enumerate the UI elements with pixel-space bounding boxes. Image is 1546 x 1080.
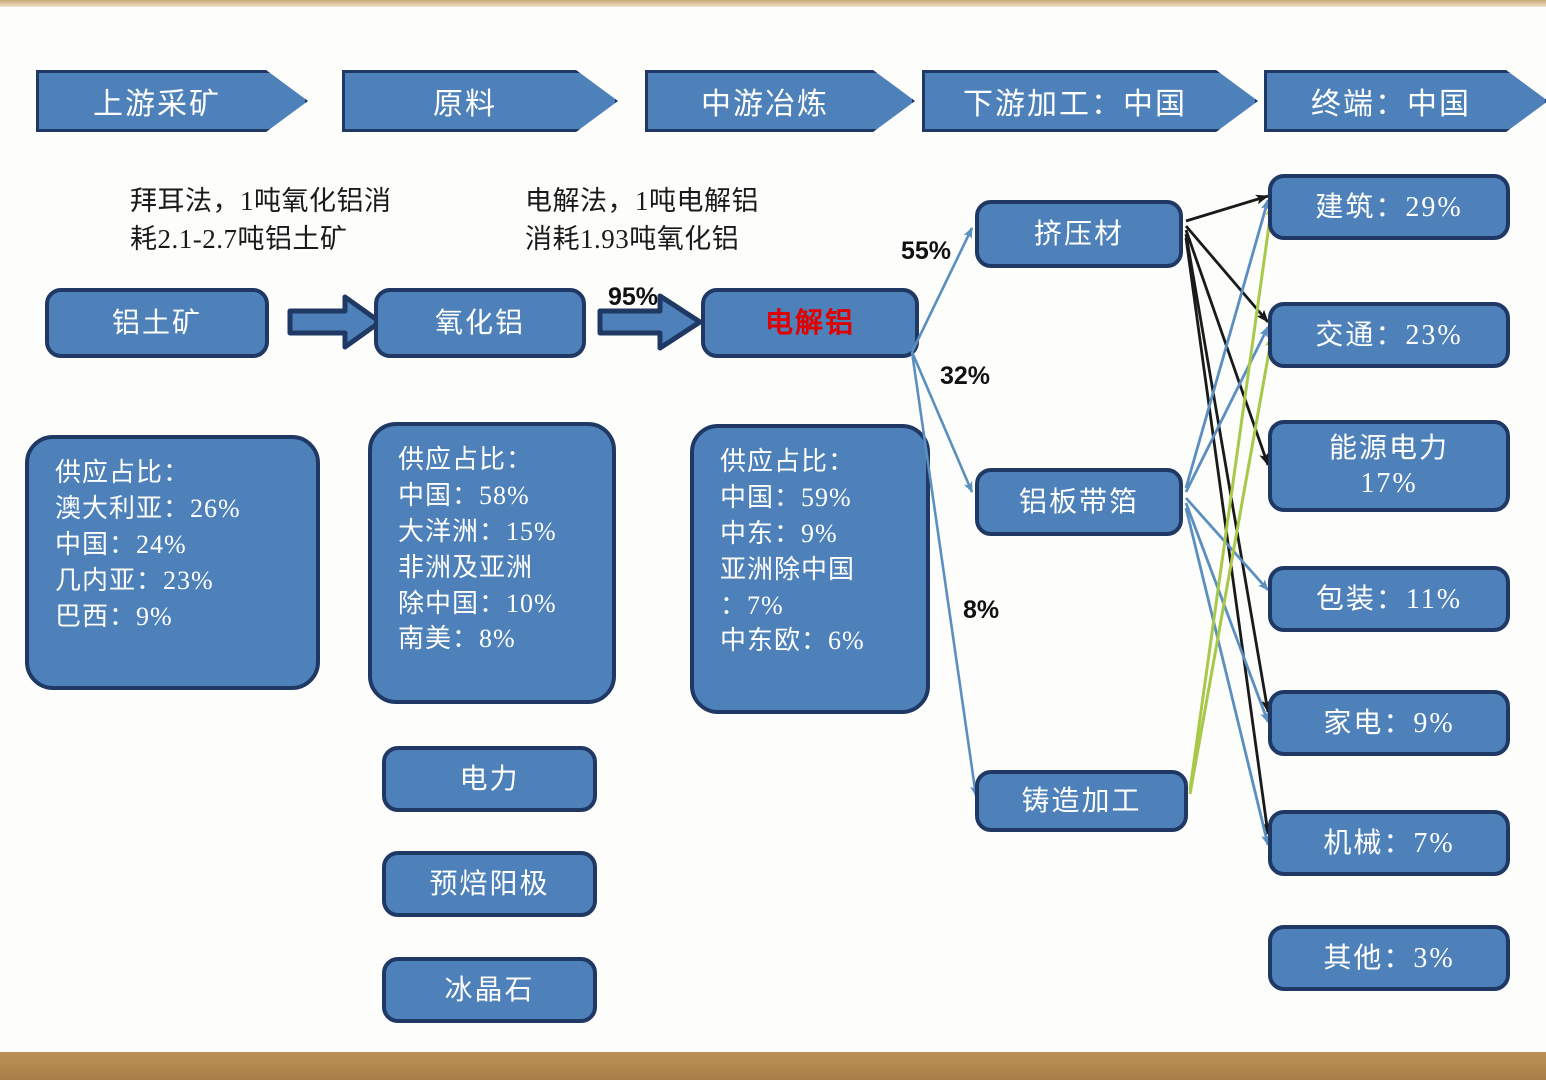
flow-sheet-to-packaging [1184,497,1270,591]
processing-node-casting[interactable]: 铸造加工 [975,770,1188,832]
stage-header-end-use: 终端：中国 [1264,70,1546,132]
processing-share-extrusion: 55% [901,237,952,265]
input-node-cryolite[interactable]: 冰晶石 [382,957,597,1023]
end-use-node-appliance[interactable]: 家电：9% [1268,690,1510,756]
end-use-node-packaging[interactable]: 包装：11% [1268,566,1510,632]
bottom-border-strip [0,1052,1546,1080]
flow-casting-to-transport [1188,334,1275,795]
stage-header-upstream-mining: 上游采矿 [36,70,308,132]
chain-node-label: 铝土矿 [111,307,202,339]
input-node-label: 冰晶石 [444,974,535,1006]
casting-to-end-use-flows [1188,203,1276,795]
flow-extrusion-to-machinery [1184,237,1272,835]
flow-sheet-to-appliance [1184,502,1270,723]
end-use-node-label: 家电：9% [1323,707,1455,739]
stage-header-midstream-smelting: 中游冶炼 [645,70,915,132]
end-use-node-transport[interactable]: 交通：23% [1268,302,1510,368]
supply-panel-bauxite: 供应占比： 澳大利亚：26% 中国：24% 几内亚：23% 巴西：9% [25,435,320,690]
stage-header-label: 下游加工：中国 [963,88,1187,121]
top-border-strip [0,0,1546,7]
extrusion-to-end-use-flows [1184,194,1272,835]
flow-extrusion-to-transport [1184,225,1270,323]
flow-casting-to-construction [1188,203,1276,791]
note-electrolysis-process: 电解法，1吨电解铝 消耗1.93吨氧化铝 [525,186,759,255]
stage-header-label: 上游采矿 [93,88,221,121]
chain-node-label: 氧化铝 [434,307,525,339]
supply-panel-alumina: 供应占比： 中国：58% 大洋洲：15% 非洲及亚洲 除中国：10% 南美：8% [368,422,616,704]
block-arrow-bauxite-to-alumina [287,294,383,350]
supply-panel-electrolytic-aluminum: 供应占比： 中国：59% 中东：9% 亚洲除中国 ：7% 中东欧：6% [690,424,930,714]
end-use-node-label: 机械：7% [1323,827,1455,859]
processing-node-label: 挤压材 [1033,218,1124,250]
stage-header-downstream-processing: 下游加工：中国 [922,70,1258,132]
input-node-prebaked-anode[interactable]: 预焙阳极 [382,851,597,917]
end-use-node-label: 其他：3% [1323,942,1455,974]
processing-node-label: 铸造加工 [1021,785,1142,817]
input-node-electricity[interactable]: 电力 [382,746,597,812]
stage-header-label: 中游冶炼 [701,88,829,121]
stage-header-raw-material: 原料 [342,70,618,132]
chain-node-bauxite[interactable]: 铝土矿 [45,288,269,358]
processing-share-sheet: 32% [940,362,991,390]
input-node-label: 电力 [459,763,520,795]
end-use-node-label: 能源电力 17% [1328,433,1449,499]
chain-node-label: 电解铝 [764,307,855,339]
end-use-node-label: 建筑：29% [1315,191,1463,223]
flow-sheet-to-transport [1184,326,1270,493]
note-bayer-process: 拜耳法，1吨氧化铝消 耗2.1-2.7吨铝土矿 [130,186,392,255]
end-use-node-label: 包装：11% [1315,583,1463,615]
input-node-label: 预焙阳极 [429,868,550,900]
flow-extrusion-to-construction [1185,194,1269,223]
flow-sheet-to-machinery [1184,507,1271,846]
end-use-node-construction[interactable]: 建筑：29% [1268,174,1510,240]
processing-node-extrusion[interactable]: 挤压材 [975,200,1183,268]
end-use-node-energy-power[interactable]: 能源电力 17% [1268,420,1510,512]
processing-node-sheet-strip-foil[interactable]: 铝板带箔 [975,468,1183,536]
end-use-node-other[interactable]: 其他：3% [1268,925,1510,991]
chain-flow-percent: 95% [608,283,659,311]
end-use-node-machinery[interactable]: 机械：7% [1268,810,1510,876]
sheet-to-end-use-flows [1184,199,1271,846]
processing-node-label: 铝板带箔 [1018,486,1139,518]
stage-header-label: 原料 [433,88,497,121]
chain-node-alumina[interactable]: 氧化铝 [374,288,586,358]
flow-sheet-to-construction [1184,199,1270,489]
flow-extrusion-to-energy [1184,229,1270,466]
processing-share-casting: 8% [963,596,1000,624]
stage-header-label: 终端：中国 [1311,88,1471,121]
chain-node-electrolytic-aluminum[interactable]: 电解铝 [701,288,919,358]
flow-extrusion-to-appliance [1184,233,1271,713]
end-use-node-label: 交通：23% [1315,319,1463,351]
